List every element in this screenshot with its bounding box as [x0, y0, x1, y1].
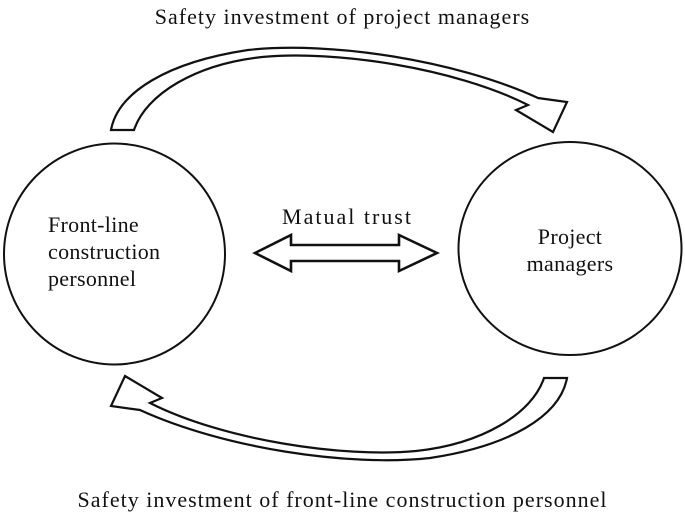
node-label-line: Front-line [48, 212, 139, 237]
mutual-trust-label: Matual trust [282, 204, 413, 229]
bottom-cycle-arrow [109, 374, 569, 462]
node-label-line: personnel [48, 266, 137, 291]
front-line-personnel-label: Front-line construction personnel [48, 211, 160, 292]
mutual-trust-arrow [252, 232, 441, 274]
bottom-flow-label: Safety investment of front-line construc… [77, 487, 608, 512]
node-label-line: Project [537, 224, 603, 249]
front-line-personnel-circle [3, 142, 226, 366]
top-cycle-arrow [109, 46, 569, 134]
node-label-line: construction [48, 239, 161, 264]
project-managers-circle [457, 141, 683, 356]
project-managers-label: Project managers [458, 223, 682, 277]
top-flow-label: Safety investment of project managers [154, 4, 531, 29]
node-label-line: managers [526, 251, 614, 276]
